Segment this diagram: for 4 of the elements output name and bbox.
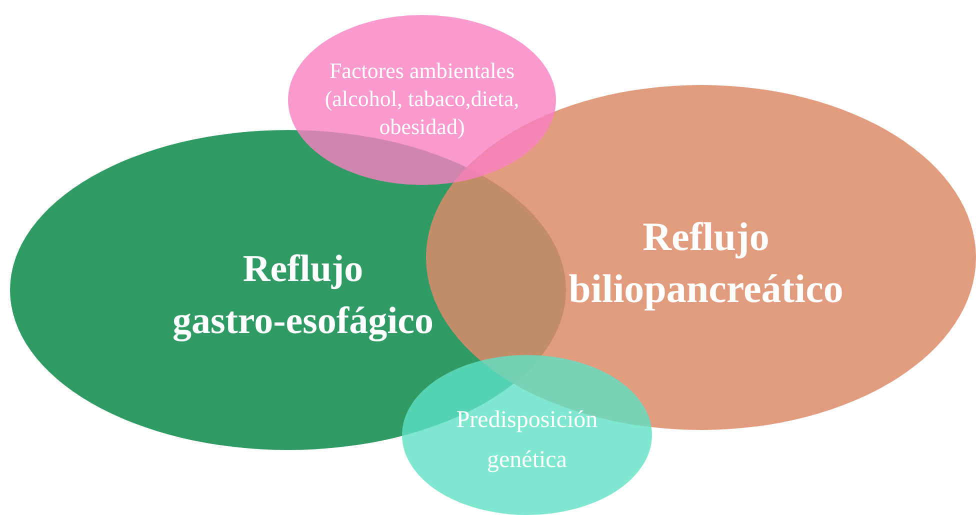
ellipse-label: Reflujo gastro-esofágico bbox=[171, 247, 434, 344]
ellipse-label: Reflujo biliopancreático bbox=[568, 212, 844, 312]
ellipse-label: Factores ambientales (alcohol, tabaco,dieta, obesidad) bbox=[324, 57, 520, 141]
ellipse-label: Predisposición genética bbox=[455, 406, 599, 475]
